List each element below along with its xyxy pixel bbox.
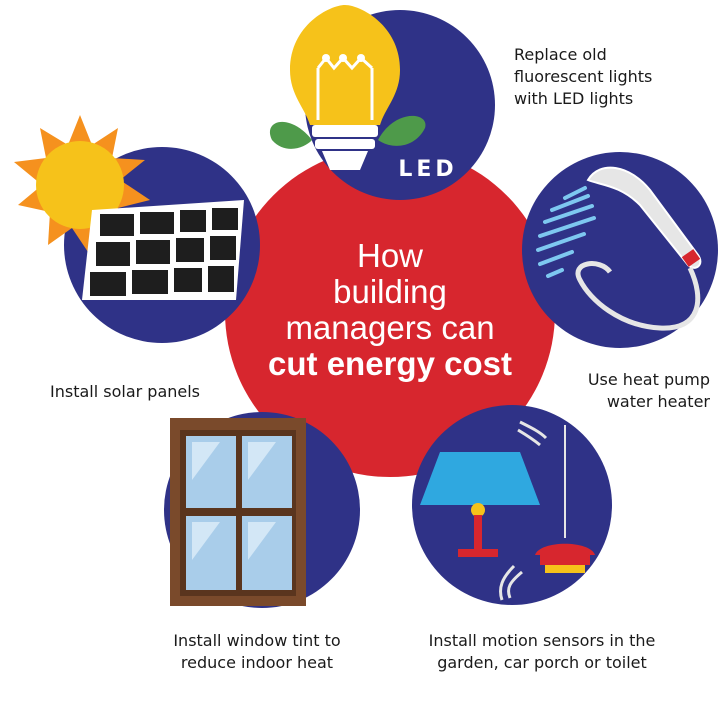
motion-label-line: Install motion sensors in the xyxy=(428,631,656,650)
window-node xyxy=(164,412,360,608)
heat-pump-label-line: water heater xyxy=(606,392,710,411)
window-label-line: reduce indoor heat xyxy=(180,653,334,672)
title-line-3: managers can xyxy=(285,309,495,346)
lightbulb-icon xyxy=(269,5,426,170)
led-badge: LED xyxy=(398,157,457,182)
heat-pump-node xyxy=(522,152,718,348)
title-line-1: How xyxy=(356,237,424,274)
heat-pump-label-line: Use heat pump xyxy=(587,370,710,389)
solar-label-line: Install solar panels xyxy=(50,382,201,401)
led-label-line: fluorescent lights xyxy=(514,67,653,86)
window-icon xyxy=(170,418,306,606)
motion-node xyxy=(412,405,612,605)
left-leaf-icon xyxy=(269,121,312,149)
motion-label-line: garden, car porch or toilet xyxy=(437,653,647,672)
window-label-line: Install window tint to xyxy=(173,631,341,650)
led-node: LED xyxy=(269,5,495,200)
solar-panel-icon xyxy=(82,200,244,300)
hanging-lamp-icon xyxy=(535,425,595,573)
title-line-2: building xyxy=(333,273,447,310)
center-title: How building managers can cut energy cos… xyxy=(240,238,540,382)
led-label-line: with LED lights xyxy=(514,89,634,108)
shower-head-icon xyxy=(536,166,702,331)
led-label: Replace old fluorescent lights with LED … xyxy=(514,44,719,110)
solar-node xyxy=(14,115,260,343)
motion-waves-icon xyxy=(499,420,548,601)
solar-label: Install solar panels xyxy=(50,381,250,403)
window-label: Install window tint to reduce indoor hea… xyxy=(152,630,362,674)
title-line-4: cut energy cost xyxy=(268,345,512,382)
motion-label: Install motion sensors in the garden, ca… xyxy=(392,630,692,674)
lamp-icon xyxy=(420,452,540,557)
right-leaf-icon xyxy=(378,115,426,146)
heat-pump-label: Use heat pump water heater xyxy=(560,369,710,413)
center-circle xyxy=(225,147,555,477)
led-label-line: Replace old xyxy=(514,45,607,64)
